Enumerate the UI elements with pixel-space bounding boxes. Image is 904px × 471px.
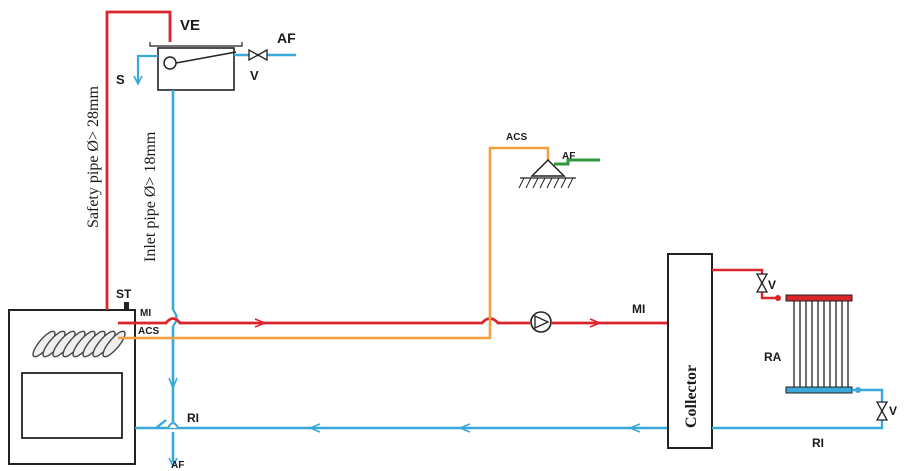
- label-v-radiator-top: V: [768, 278, 776, 292]
- label-af-tap: AF: [562, 151, 575, 162]
- label-inlet-pipe: Inlet pipe Ø> 18mm: [142, 131, 159, 262]
- dhw-coil-icon: [32, 330, 126, 358]
- radiator: [785, 294, 853, 394]
- flow-arrow-icon: [254, 318, 268, 328]
- label-acs-left: ACS: [138, 326, 159, 337]
- label-ri-right: RI: [812, 436, 824, 450]
- safety-pipe: [105, 10, 172, 310]
- flow-arrow-icon: [168, 377, 178, 391]
- label-acs-tap: ACS: [506, 132, 527, 143]
- flow-arrow-icon: [307, 423, 321, 433]
- flow-arrow-icon: [627, 423, 641, 433]
- flow-arrow-icon: [589, 318, 603, 328]
- flow-pipe-mi: [118, 317, 668, 325]
- inlet-crossover-1: [172, 309, 178, 327]
- radiator-inlet-dot: [775, 295, 781, 301]
- circulation-pump-icon: [530, 311, 552, 333]
- flow-arrow-icon: [457, 423, 471, 433]
- label-s: S: [116, 72, 125, 87]
- label-af-bottom: AF: [171, 460, 184, 471]
- label-st: ST: [116, 287, 132, 301]
- flow-arrow-icon: [168, 457, 178, 468]
- radiator-outlet-dot: [855, 387, 861, 393]
- expansion-vessel: [149, 42, 243, 91]
- valve-icon: [875, 401, 889, 421]
- inlet-crossover-2: [167, 422, 179, 429]
- label-v-top: V: [250, 68, 259, 83]
- thermostat-st: [124, 302, 129, 310]
- valve-icon: [248, 48, 268, 62]
- label-collector: Collector: [683, 365, 700, 428]
- radiator-return-pipe: [712, 388, 884, 430]
- label-af-top: AF: [277, 30, 296, 46]
- dhw-pipe-acs: [118, 146, 550, 340]
- overflow-arrow-icon: [133, 75, 143, 86]
- label-mi-right: MI: [632, 302, 645, 316]
- valve-icon: [755, 273, 769, 293]
- label-mi-left: MI: [140, 308, 151, 319]
- label-ve: VE: [180, 17, 200, 34]
- return-to-boiler: [135, 419, 167, 430]
- cold-supply-pipe: [554, 158, 600, 166]
- collector: [667, 253, 713, 449]
- overflow-pipe: [136, 54, 158, 82]
- label-ri-left: RI: [187, 411, 199, 425]
- label-ra: RA: [764, 350, 782, 364]
- label-v-radiator-bottom: V: [889, 404, 897, 418]
- float-valve-icon: [163, 56, 177, 70]
- tap-icon: [518, 158, 576, 189]
- label-safety-pipe: Safety pipe Ø> 28mm: [85, 86, 102, 228]
- boiler: [8, 309, 136, 465]
